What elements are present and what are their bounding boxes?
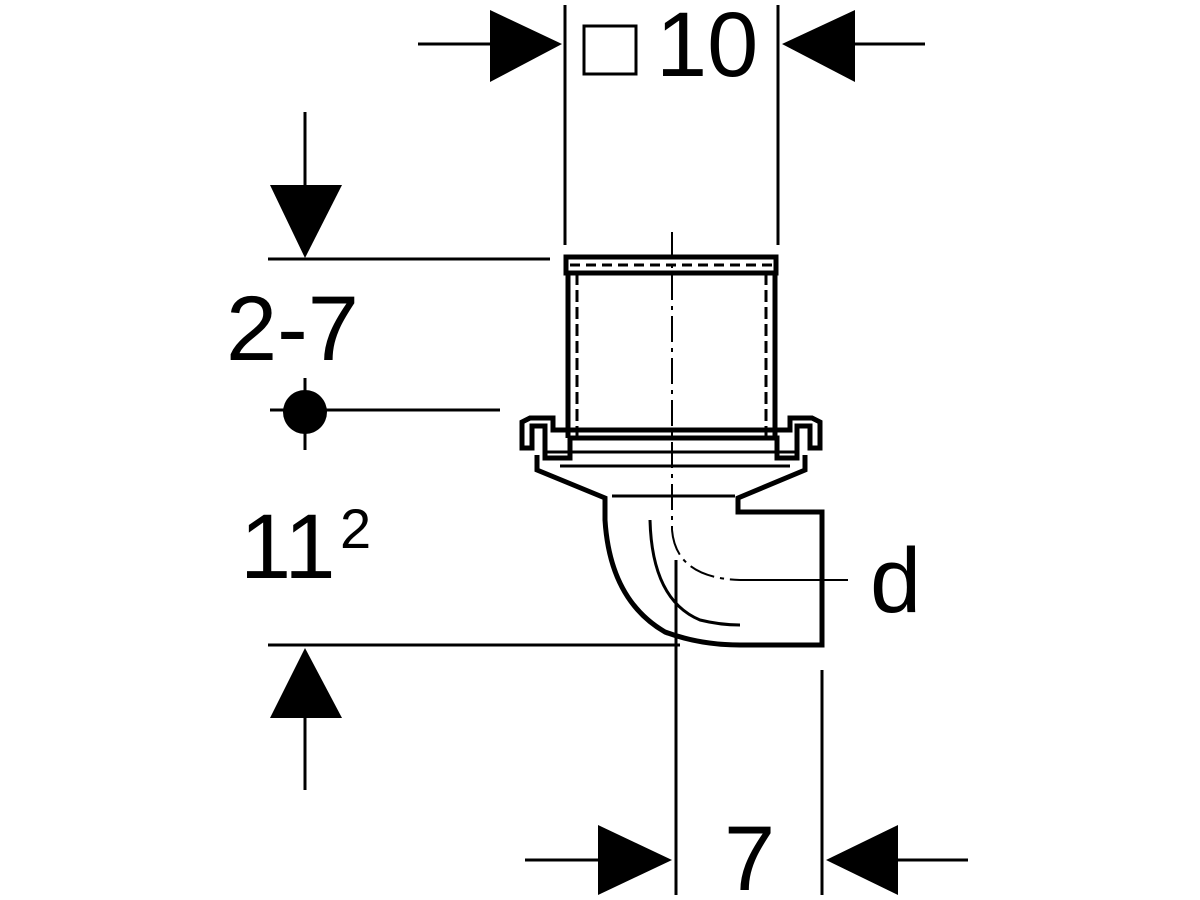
depth-label-exponent: 2 [340,497,371,560]
depth-dimension: 11 2 [240,496,680,790]
bottom-width-dimension: 7 [525,560,968,900]
top-width-dimension: 10 [418,0,925,245]
bottom-width-label: 7 [724,808,775,900]
reference-point-marker [270,378,500,450]
bottom-right-arrow [826,825,898,895]
flange-outline [519,415,823,461]
elbow-bore [648,519,741,627]
outlet-diameter-label: d [870,530,921,632]
top-left-arrow [490,10,562,82]
square-outline-icon [582,24,638,76]
height-arrow-down [270,185,342,258]
elbow-centerline [671,529,741,581]
top-right-arrow [782,10,855,82]
depth-label-base: 11 [240,496,336,598]
height-label: 2-7 [226,278,359,380]
filled-circle-icon [283,390,327,434]
bottom-left-arrow [598,825,672,895]
drain-body [519,254,825,648]
height-dimension: 2-7 [226,112,550,380]
centerlines [671,232,848,581]
top-width-label: 10 [656,0,758,96]
body-outline [534,455,825,648]
depth-arrow-up [270,648,342,718]
